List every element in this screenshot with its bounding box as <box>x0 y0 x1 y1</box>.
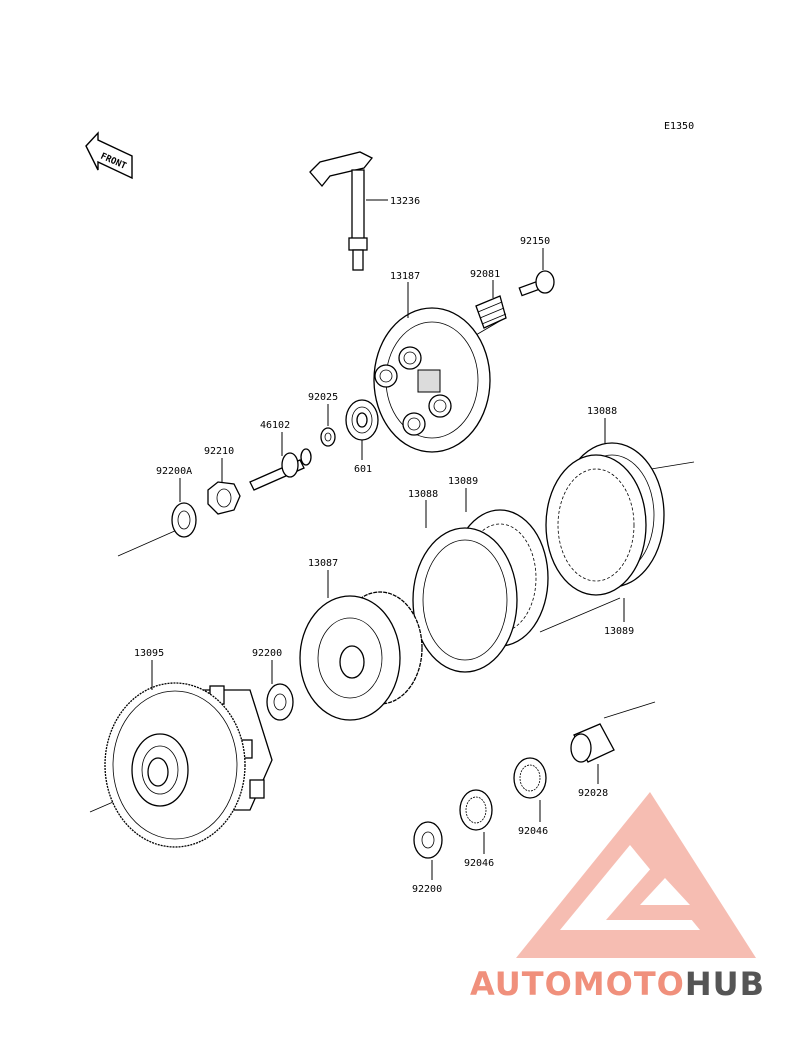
label-92046-right: 92046 <box>518 826 548 837</box>
part-spring <box>475 295 507 329</box>
part-sleeve <box>570 723 615 763</box>
label-92200-bottom: 92200 <box>412 884 442 895</box>
part-washer-92200-mid <box>266 683 294 721</box>
label-13236: 13236 <box>390 196 420 207</box>
label-13088-top: 13088 <box>587 406 617 417</box>
label-46102: 46102 <box>260 420 290 431</box>
part-washer-92025 <box>320 427 336 447</box>
label-92046-left: 92046 <box>464 858 494 869</box>
part-needle-bearing-right <box>513 757 547 799</box>
label-13087: 13087 <box>308 558 338 569</box>
label-92081: 92081 <box>470 269 500 280</box>
label-13089-bottom: 13089 <box>604 626 634 637</box>
part-push-rod <box>249 448 312 491</box>
watermark-brand-part2: HUB <box>685 965 765 1003</box>
label-13088-left: 13088 <box>408 489 438 500</box>
label-601: 601 <box>354 464 372 475</box>
part-release-shaft <box>309 151 374 271</box>
part-bolt <box>518 270 555 297</box>
part-washer-92200-bottom <box>413 821 443 859</box>
label-92210: 92210 <box>204 446 234 457</box>
label-13095: 13095 <box>134 648 164 659</box>
automotohub-logo <box>516 792 756 958</box>
label-92200A: 92200A <box>156 466 192 477</box>
label-13089-mid: 13089 <box>448 476 478 487</box>
part-friction-plate-left <box>412 527 518 673</box>
label-92028: 92028 <box>578 788 608 799</box>
label-92150: 92150 <box>520 236 550 247</box>
watermark-text: AUTOMOTOHUB <box>470 965 765 1003</box>
label-92200-mid: 92200 <box>252 648 282 659</box>
part-nut <box>207 481 241 515</box>
label-92025: 92025 <box>308 392 338 403</box>
part-pressure-plate <box>373 307 491 453</box>
label-13187: 13187 <box>390 271 420 282</box>
part-bearing <box>345 399 379 441</box>
part-needle-bearing-left <box>459 789 493 831</box>
front-arrow-icon: FRONT <box>85 131 133 180</box>
part-clutch-hub <box>299 591 423 721</box>
part-clutch-housing <box>104 682 273 848</box>
watermark-brand-part1: AUTOMOTO <box>470 965 685 1003</box>
part-friction-plate-top <box>545 442 665 596</box>
part-lock-washer <box>171 502 197 538</box>
diagram-code: E1350 <box>664 121 694 132</box>
